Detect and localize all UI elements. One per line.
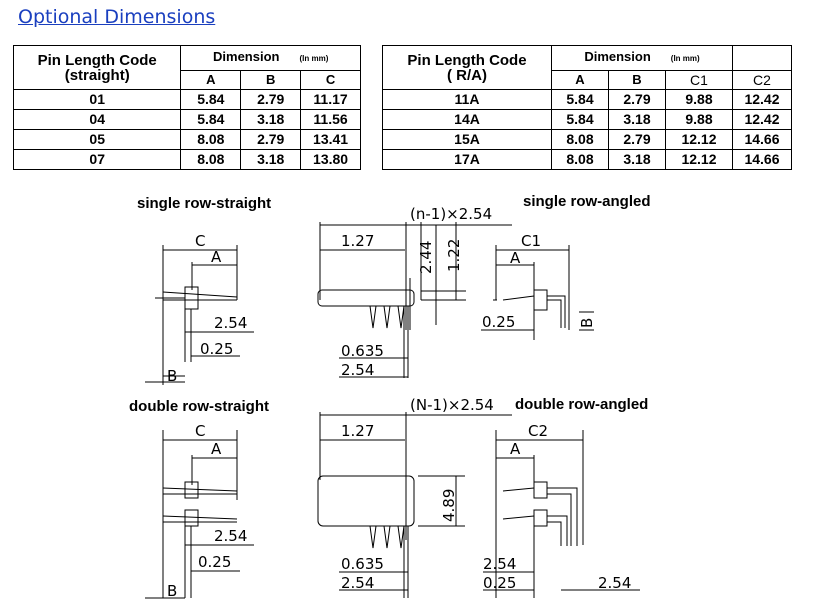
angled-dimension-table: Pin Length Code ( R/A) Dimension(In mm) … (382, 45, 792, 170)
label-b-double: B (167, 582, 177, 600)
label-127: 1.27 (341, 232, 374, 250)
straight-dimension-table: Pin Length Code (straight) Dimension (In … (12, 45, 361, 170)
cell-a: 8.08 (180, 149, 242, 170)
label-0635-double: 0.635 (341, 555, 384, 573)
single-straight-drawing (145, 245, 254, 385)
pin-length-code-header: Pin Length Code (straight) (12, 45, 182, 90)
label-254: 2.54 (214, 314, 247, 332)
cell-c2: 12.42 (732, 109, 792, 130)
caption-single-straight: single row-straight (137, 195, 272, 212)
label-a: A (211, 248, 222, 266)
cell-b: 3.18 (608, 149, 666, 170)
caption-single-angled: single row-angled (523, 193, 651, 210)
cell-b: 3.18 (240, 149, 302, 170)
cell-b: 2.79 (240, 89, 302, 110)
label-pitch-single: (n-1)×2.54 (410, 205, 492, 223)
double-front-drawing (317, 412, 512, 598)
col-header-sub: ( R/A) (447, 66, 487, 84)
label-254-double: 2.54 (214, 527, 247, 545)
pin-length-code-header: Pin Length Code ( R/A) (382, 45, 552, 90)
label-a-double: A (211, 440, 222, 458)
dimension-label: Dimension (213, 49, 280, 64)
col-header-label: Pin Length Code (37, 51, 157, 69)
label-254-double-angled: 2.54 (483, 555, 516, 573)
label-025-double: 0.25 (198, 553, 231, 571)
cell-c: 13.80 (300, 149, 361, 170)
label-489: 4.89 (440, 489, 458, 522)
label-b: B (167, 367, 177, 385)
label-254-double-angled-b: 2.54 (598, 574, 631, 592)
label-127-double: 1.27 (341, 422, 374, 440)
cell-c2: 14.66 (732, 129, 792, 150)
col-header-label: Pin Length Code (407, 51, 527, 69)
label-c-double: C (195, 422, 205, 440)
cell-a: 5.84 (551, 89, 609, 110)
single-front-drawing (317, 222, 512, 378)
empty-header-cell (732, 45, 792, 71)
cell-c: 11.17 (300, 89, 361, 110)
label-0635: 0.635 (341, 342, 384, 360)
cell-code: 07 (12, 149, 182, 170)
cell-b: 3.18 (608, 109, 666, 130)
label-b-angled: B (578, 318, 596, 328)
col-header-sub: (straight) (64, 66, 130, 84)
cell-c1: 9.88 (665, 89, 733, 110)
label-122: 1.22 (445, 239, 463, 272)
dimension-label: Dimension (584, 49, 651, 64)
label-pitch-double: (N-1)×2.54 (410, 396, 494, 414)
caption-double-angled: double row-angled (515, 396, 649, 413)
double-straight-drawing (145, 430, 254, 599)
cell-code: 11A (382, 89, 552, 110)
label-254-double-b: 2.54 (341, 574, 374, 592)
label-025-angled: 0.25 (482, 313, 515, 331)
double-angled-drawing (483, 430, 640, 598)
label-a-angled: A (510, 249, 521, 267)
cell-c1: 12.12 (665, 149, 733, 170)
label-c: C (195, 232, 205, 250)
label-244: 2.44 (417, 241, 435, 274)
label-025: 0.25 (200, 340, 233, 358)
single-angled-drawing (481, 245, 594, 340)
col-c2: C2 (732, 70, 792, 90)
label-c2: C2 (528, 422, 548, 440)
cell-b: 2.79 (608, 89, 666, 110)
cell-a: 8.08 (551, 149, 609, 170)
label-254b: 2.54 (341, 361, 374, 379)
label-a-double-angled: A (510, 440, 521, 458)
cell-c2: 14.66 (732, 149, 792, 170)
cell-c1: 9.88 (665, 109, 733, 130)
unit-label: (In mm) (670, 54, 700, 63)
cell-b: 3.18 (240, 109, 302, 130)
unit-label: (In mm) (299, 54, 329, 63)
page-heading[interactable]: Optional Dimensions (18, 6, 216, 28)
label-025-double-angled: 0.25 (483, 574, 516, 592)
caption-double-straight: double row-straight (129, 398, 269, 415)
label-c1: C1 (521, 232, 541, 250)
